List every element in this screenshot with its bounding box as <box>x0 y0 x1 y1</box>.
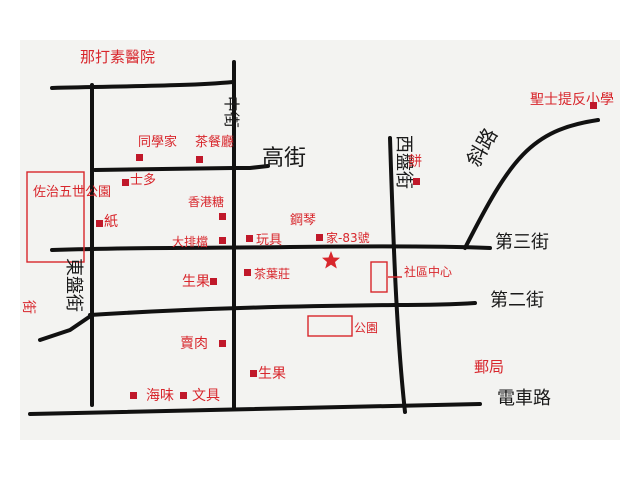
road-xi-pan-jie <box>388 136 407 414</box>
home-star-icon <box>322 251 340 269</box>
street-label-xi-pan-jie: 西盤街 <box>393 135 414 189</box>
label-community-centre: 社區中心 <box>404 264 452 279</box>
street-label-dian-che-lu: 電車路 <box>497 388 551 409</box>
marker-home <box>316 234 323 241</box>
marker-meat <box>219 340 226 347</box>
label-hospital: 那打素醫院 <box>80 48 155 66</box>
label-fruit-2: 生果 <box>258 366 286 382</box>
label-seafood: 海味 <box>146 388 174 404</box>
marker-tea-shop <box>244 269 251 276</box>
street-label-gao-jie: 高街 <box>262 146 306 171</box>
road-left-stub <box>38 313 94 342</box>
park-outline <box>307 315 353 337</box>
label-piano: 鋼琴 <box>290 213 316 228</box>
label-fruit-1: 生果 <box>182 274 210 290</box>
label-stationery: 文具 <box>192 388 220 404</box>
label-big-stall: 大排檔 <box>172 235 208 249</box>
label-left-edge: 街 <box>20 300 36 314</box>
label-post-office: 郵局 <box>474 358 504 376</box>
marker-stationery <box>180 392 187 399</box>
label-tea-shop: 茶葉莊 <box>254 266 290 281</box>
label-classmate-home: 同學家 <box>138 134 177 150</box>
street-label-dong-pan-jie: 東盤街 <box>63 258 84 312</box>
marker-school <box>590 102 597 109</box>
marker-hk-snack <box>219 213 226 220</box>
label-toy: 玩具 <box>256 233 282 248</box>
label-tea-restaurant: 茶餐廳 <box>195 134 234 150</box>
road-xie-lu <box>463 118 600 250</box>
marker-classmate-home <box>136 154 143 161</box>
marker-seafood <box>130 392 137 399</box>
marker-shi-duo <box>122 179 129 186</box>
road-gao-jie-lower <box>93 164 270 172</box>
street-label-zhong-jie: 中街 <box>222 96 241 128</box>
street-label-di-san-jie: 第三街 <box>495 232 549 253</box>
street-label-di-er-jie: 第二街 <box>490 290 544 311</box>
label-meat: 賣肉 <box>180 336 208 352</box>
marker-toy <box>246 235 253 242</box>
label-school: 聖士提反小學 <box>530 92 614 108</box>
road-di-san-jie <box>50 244 492 252</box>
marker-fruit-1 <box>210 278 217 285</box>
marker-tea-restaurant <box>196 156 203 163</box>
marker-baker <box>413 178 420 185</box>
label-shi-duo: 士多 <box>130 172 156 188</box>
road-dian-che-lu <box>28 402 482 416</box>
road-gao-jie <box>50 80 235 90</box>
label-home: 家-83號 <box>326 230 370 245</box>
label-baker: 餅 <box>408 153 422 170</box>
marker-paper-shop <box>96 220 103 227</box>
marker-fruit-2 <box>250 370 257 377</box>
label-paper-shop: 紙 <box>104 214 118 230</box>
marker-big-stall <box>219 237 226 244</box>
road-di-er-jie <box>88 301 477 317</box>
community-centre-outline <box>370 261 388 293</box>
label-zuo-zhi-park: 佐治五世公園 <box>33 185 111 200</box>
label-hk-snack: 香港糖 <box>188 194 224 209</box>
zuo-zhi-park-outline <box>26 171 85 263</box>
label-park: 公園 <box>354 321 378 335</box>
